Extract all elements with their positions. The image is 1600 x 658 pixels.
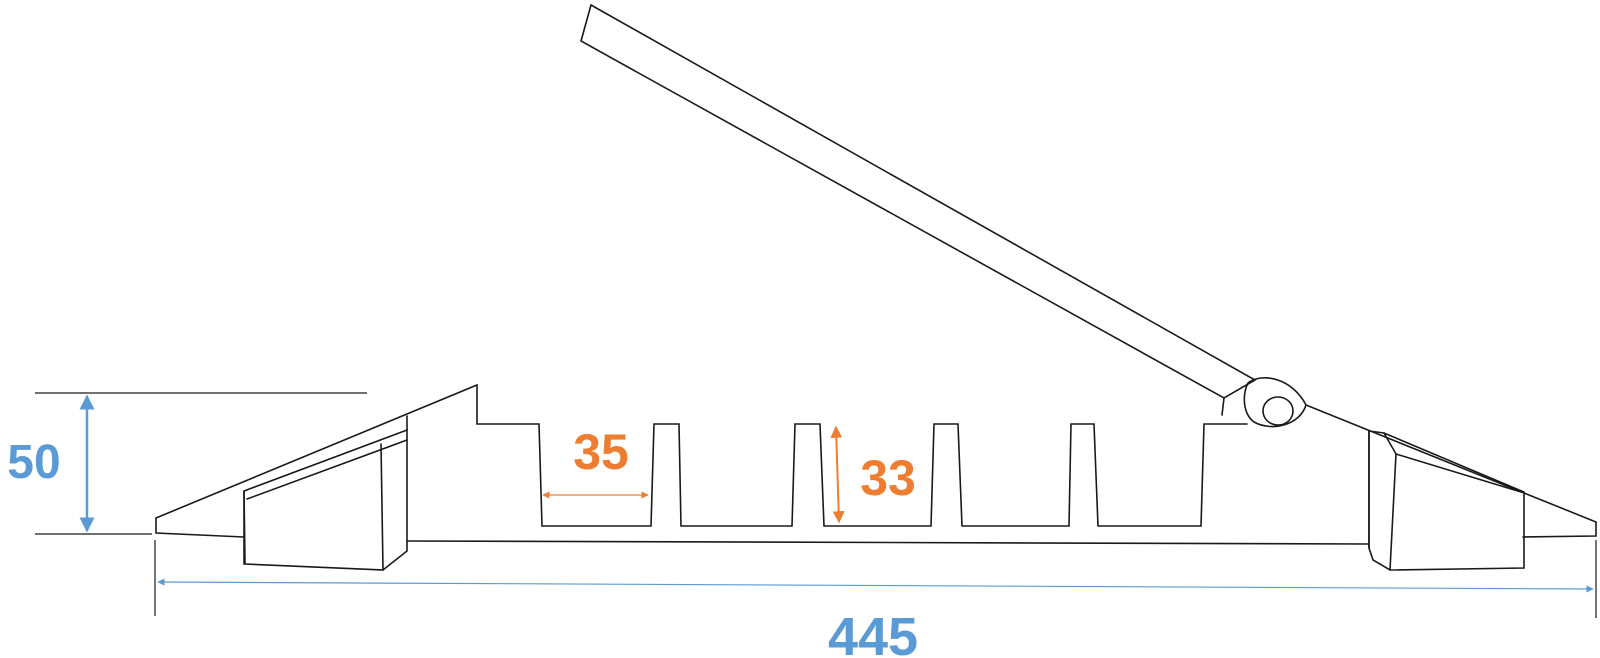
height-label: 50 <box>7 436 60 489</box>
width-dimension: 445 <box>154 540 1597 658</box>
width-label: 445 <box>828 607 918 658</box>
channel-width-label: 35 <box>573 424 629 480</box>
channel-width-dimension: 35 <box>542 424 649 499</box>
channel-depth-dimension: 33 <box>830 425 916 524</box>
main-body <box>155 383 1597 545</box>
hinge-pin-hole <box>1262 396 1294 426</box>
channel-depth-label: 33 <box>860 450 916 506</box>
width-arrow <box>157 578 1594 593</box>
left-foot-block <box>243 415 408 571</box>
height-dimension: 50 <box>7 392 367 535</box>
right-foot-block <box>1368 430 1525 571</box>
channel-depth-arrow <box>830 425 845 524</box>
hinge-knuckle <box>1243 377 1307 428</box>
hinged-lid <box>580 3 1257 416</box>
